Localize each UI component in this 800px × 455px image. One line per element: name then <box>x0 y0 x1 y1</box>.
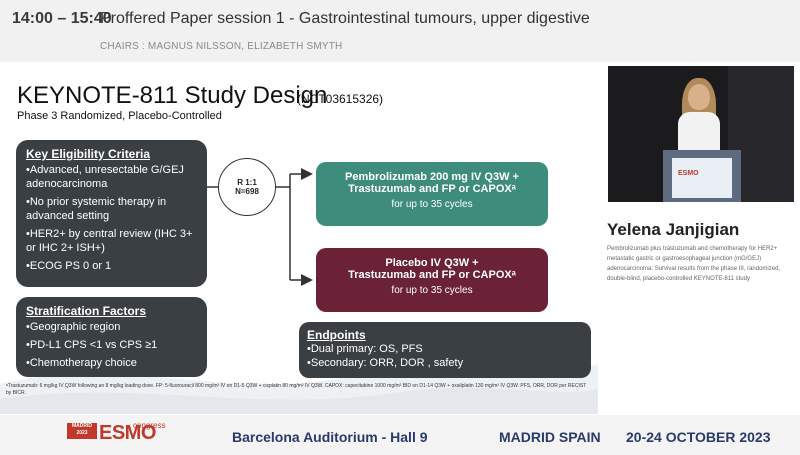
list-item: •Geographic region <box>26 321 121 333</box>
list-item: •Dual primary: OS, PFS <box>307 343 423 355</box>
stratification-factors-box: Stratification Factors •Geographic regio… <box>16 297 207 377</box>
podium-screen <box>672 158 732 198</box>
list-item: •HER2+ by central review (IHC 3+ or IHC … <box>26 228 193 254</box>
endpoints-heading: Endpoints <box>307 328 366 342</box>
slide-title: KEYNOTE-811 Study Design <box>17 82 328 109</box>
endpoints-box: Endpoints •Dual primary: OS, PFS •Second… <box>299 322 591 378</box>
arm-line: Trastuzumab and FP or CAPOXᵃ <box>348 183 516 195</box>
stratification-heading: Stratification Factors <box>26 304 147 318</box>
eligibility-heading: Key Eligibility Criteria <box>26 147 151 161</box>
pembrolizumab-arm-box: Pembrolizumab 200 mg IV Q3W + Trastuzuma… <box>316 162 548 226</box>
trial-id: (NCT03615326) <box>297 92 384 106</box>
session-chairs: CHAIRS : MAGNUS NILSSON, ELIZABETH SMYTH <box>100 41 343 52</box>
randomization-circle: R 1:1 N=698 <box>218 158 276 216</box>
speaker-name: Yelena Janjigian <box>607 220 740 239</box>
esmo-logo-badge: MADRID 2023 <box>67 423 97 439</box>
esmo-congress-label: congress <box>133 421 166 430</box>
session-time: 14:00 – 15:40 <box>12 10 112 27</box>
arm-line: Trastuzumab and FP or CAPOXᵃ <box>348 269 516 281</box>
venue-city: MADRID SPAIN <box>499 429 601 445</box>
presentation-slide: KEYNOTE-811 Study Design (NCT03615326) P… <box>0 64 598 414</box>
list-item: •Secondary: ORR, DOR , safety <box>307 357 464 369</box>
list-item: •PD-L1 CPS <1 vs CPS ≥1 <box>26 339 158 351</box>
speaker-figure <box>688 84 710 110</box>
logo-year: 2023 <box>76 430 88 436</box>
podium-logo: ESMO <box>678 170 699 177</box>
congress-dates: 20-24 OCTOBER 2023 <box>626 429 771 445</box>
randomization-n: N=698 <box>235 187 259 196</box>
session-title: Proffered Paper session 1 - Gastrointest… <box>100 10 590 27</box>
arm-cycles: for up to 35 cycles <box>391 285 473 296</box>
list-item: •Chemotherapy choice <box>26 357 137 369</box>
slide-footnote: ᵃTrastuzumab: 6 mg/kg IV Q3W following a… <box>6 383 587 396</box>
session-header: 14:00 – 15:40 Proffered Paper session 1 … <box>0 0 800 62</box>
esmo-logo: ESMO <box>99 422 156 444</box>
list-item: •ECOG PS 0 or 1 <box>26 260 112 272</box>
list-item: •No prior systemic therapy in advanced s… <box>26 196 167 222</box>
flow-arrows <box>207 168 313 286</box>
venue-hall: Barcelona Auditorium - Hall 9 <box>232 429 428 445</box>
logo-city: MADRID <box>72 423 92 429</box>
list-item: •Advanced, unresectable G/GEJ adenocarci… <box>26 164 184 190</box>
speaker-figure <box>678 112 720 154</box>
placebo-arm-box: Placebo IV Q3W + Trastuzumab and FP or C… <box>316 248 548 312</box>
randomization-ratio: R 1:1 <box>237 178 257 187</box>
slide-subtitle: Phase 3 Randomized, Placebo-Controlled <box>17 110 222 122</box>
talk-title: Pembrolizumab plus trastuzumab and chemo… <box>607 246 781 282</box>
arm-cycles: for up to 35 cycles <box>391 199 473 210</box>
eligibility-criteria-box: Key Eligibility Criteria •Advanced, unre… <box>16 140 207 287</box>
footer-bar: MADRID 2023 ESMO congress Barcelona Audi… <box>0 415 800 455</box>
speaker-video: ESMO <box>608 66 794 202</box>
arm-line: Pembrolizumab 200 mg IV Q3W + <box>345 171 519 183</box>
arm-line: Placebo IV Q3W + <box>385 257 479 269</box>
